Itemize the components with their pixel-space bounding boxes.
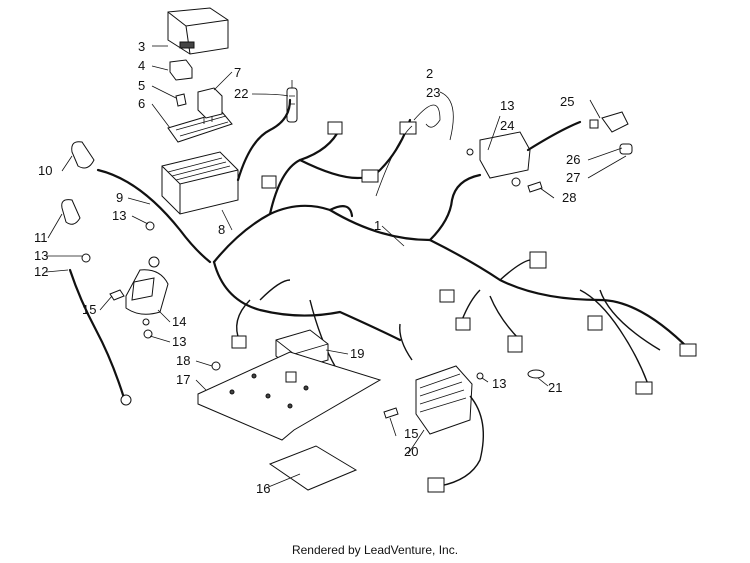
callout-13-c: 13: [172, 334, 186, 349]
connector-k: [231, 335, 247, 349]
battery-cable-terminal: [120, 394, 132, 406]
callout-4: 4: [138, 58, 145, 73]
nut-13-c: [143, 329, 153, 339]
connector-f: [439, 289, 455, 303]
battery-cable-9: [96, 168, 212, 264]
callout-3: 3: [138, 39, 145, 54]
callout-13-a: 13: [112, 208, 126, 223]
callout-21: 21: [548, 380, 562, 395]
callout-12: 12: [34, 264, 48, 279]
callout-13-e: 13: [492, 376, 506, 391]
connector-c: [361, 169, 379, 183]
callout-26: 26: [566, 152, 580, 167]
connector-b: [327, 121, 343, 135]
ignition-coil: [479, 120, 582, 179]
battery-cable: [68, 268, 126, 400]
small-relay: [169, 59, 193, 81]
leader-lines: [45, 45, 627, 489]
callout-7: 7: [234, 65, 241, 80]
spark-plug-cap: [601, 111, 629, 133]
callouts: 3 4 5 6 7 22 10 9 13 8 11 13 12 15 14 13…: [34, 39, 580, 496]
connector-g: [455, 317, 471, 331]
fuse: [175, 93, 187, 107]
sensor: [286, 80, 298, 123]
callout-18: 18: [176, 353, 190, 368]
callout-28: 28: [562, 190, 576, 205]
nut-13-b: [81, 253, 91, 263]
callout-9: 9: [116, 190, 123, 205]
mounting-plate: [197, 351, 382, 441]
clamp: [527, 369, 545, 379]
callout-11: 11: [34, 230, 48, 245]
screw-15-b: [383, 407, 399, 419]
connector-d: [399, 121, 417, 135]
callout-16: 16: [256, 481, 270, 496]
fuse-strip: [167, 111, 233, 143]
main-wiring-harness: [212, 98, 692, 391]
callout-17: 17: [176, 372, 190, 387]
connector-i: [679, 343, 697, 357]
connector-j: [635, 381, 653, 395]
callout-27: 27: [566, 170, 580, 185]
callout-6: 6: [138, 96, 145, 111]
fuse-box-cover: [167, 7, 229, 55]
relay: [197, 87, 223, 124]
voltage-regulator: [399, 323, 485, 493]
battery-terminal-boot-10: [71, 141, 95, 169]
callout-15-a: 15: [82, 302, 96, 317]
screw-28: [527, 181, 543, 193]
callout-22: 22: [234, 86, 248, 101]
callout-2: 2: [426, 66, 433, 81]
screw-18: [211, 361, 221, 371]
callout-24: 24: [500, 118, 514, 133]
coil-boot: [619, 143, 633, 155]
callout-15-b: 15: [404, 426, 418, 441]
callout-13-b: 13: [34, 248, 48, 263]
connector-h: [587, 315, 603, 331]
washer-27: [511, 177, 521, 187]
connector-l: [507, 335, 523, 353]
callout-8: 8: [218, 222, 225, 237]
callout-20: 20: [404, 444, 418, 459]
callout-23: 23: [426, 85, 440, 100]
callout-10: 10: [38, 163, 52, 178]
footer-credit: Rendered by LeadVenture, Inc.: [291, 543, 459, 557]
decal: [268, 445, 358, 491]
callout-14: 14: [172, 314, 186, 329]
callout-1: 1: [374, 218, 381, 233]
callout-13-d: 13: [500, 98, 514, 113]
screw-15-a: [109, 289, 125, 301]
nut-13-d: [466, 148, 474, 156]
callout-19: 19: [350, 346, 364, 361]
battery-terminal-boot-11: [61, 199, 81, 225]
connector-e: [529, 251, 547, 269]
nut-13-e: [476, 372, 484, 380]
cap-ring: [589, 119, 599, 129]
fuse-block: [161, 151, 239, 215]
callout-5: 5: [138, 78, 145, 93]
starter-solenoid: [125, 256, 169, 326]
connector-a: [261, 175, 277, 189]
callout-25: 25: [560, 94, 574, 109]
